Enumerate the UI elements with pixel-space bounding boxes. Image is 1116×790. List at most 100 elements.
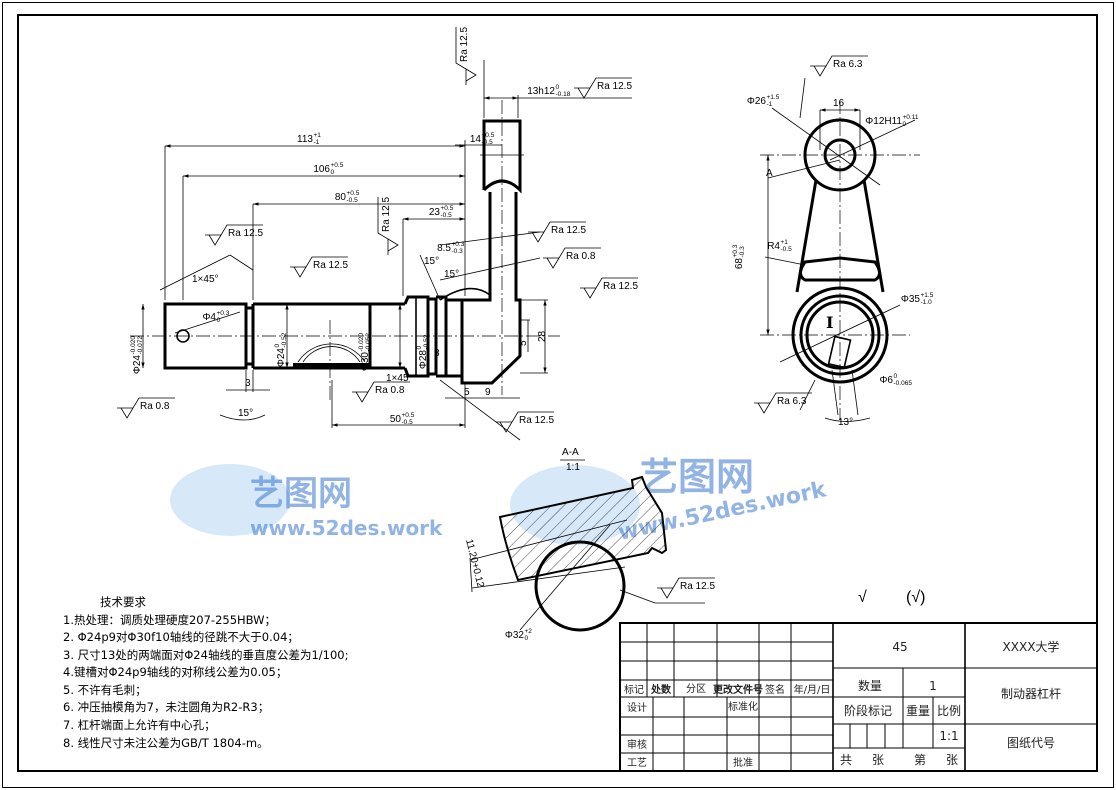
upper-tolerance: 0 bbox=[274, 344, 281, 348]
upper-tolerance: +0.3 bbox=[217, 310, 230, 317]
part-name: 制动器杠杆 bbox=[1001, 686, 1061, 701]
lower-tolerance: -1 bbox=[767, 101, 773, 108]
dimension-value: Φ30 bbox=[360, 352, 371, 372]
chamfer-label: 1×45° bbox=[192, 274, 219, 285]
dimension-value: 13h12 bbox=[527, 86, 555, 97]
roughness-check-icon bbox=[117, 397, 175, 419]
upper-tolerance: +0.5 bbox=[331, 162, 344, 169]
dimension-value: 50 bbox=[390, 414, 402, 425]
roughness-symbol: Ra 0.8 bbox=[543, 247, 601, 269]
lower-tolerance: 0 bbox=[525, 635, 529, 642]
design-label: 设计 bbox=[627, 701, 647, 714]
sheet-unit-label-2: 张 bbox=[946, 753, 958, 767]
dimension-value: Φ6 bbox=[879, 375, 893, 386]
requirement-item: 6. 冲压抽模角为7，未注圆角为R2-R3； bbox=[63, 700, 269, 714]
roughness-symbol: Ra 12.5 bbox=[205, 224, 263, 246]
section-scale: 1:1 bbox=[566, 462, 580, 473]
requirements-title: 技术要求 bbox=[100, 595, 146, 609]
upper-tolerance: +0.3 bbox=[732, 244, 739, 257]
scale-label: 比例 bbox=[937, 704, 961, 718]
roughness-check-icon bbox=[290, 256, 348, 278]
dim-phi24-p9: Φ24-0.020-0.072 bbox=[130, 336, 144, 374]
section-view-a-a bbox=[469, 459, 705, 632]
roughness-value: Ra 12.5 bbox=[519, 415, 554, 426]
title-block: 45 XXXX大学 制动器杠杆 图纸代号 数量 1 阶段标记 重量 比例 1:1… bbox=[619, 622, 1098, 772]
watermark: 艺图网 www.52des.work 艺图网 www.52des.work bbox=[170, 455, 830, 546]
watermark-logo: 艺图网 bbox=[250, 474, 352, 514]
roughness-check-icon bbox=[580, 277, 638, 299]
roughness-value: Ra 6.3 bbox=[833, 59, 863, 70]
requirement-item: 7. 杠杆端面上允许有中心孔； bbox=[63, 718, 216, 732]
upper-tolerance: +0.3 bbox=[452, 241, 465, 248]
watermark-url: www.52des.work bbox=[250, 516, 443, 540]
side-view-lever bbox=[760, 77, 920, 422]
lower-tolerance: -0.3 bbox=[452, 248, 464, 255]
dimension-value: 68 bbox=[734, 258, 745, 270]
process-label: 工艺 bbox=[627, 757, 647, 769]
lower-tolerance: -0.18 bbox=[556, 91, 571, 98]
roughness-value: Ra 12.5 bbox=[313, 260, 348, 271]
height-5: 5 bbox=[518, 340, 529, 346]
dim-8-5: 8.5+0.3-0.3 bbox=[437, 241, 465, 255]
upper-tolerance: +1 bbox=[314, 132, 322, 139]
requirement-item: 1.热处理：调质处理硬度207-255HBW； bbox=[63, 613, 276, 627]
lower-tolerance: -0.072 bbox=[137, 336, 144, 355]
lower-tolerance: -0.5 bbox=[482, 139, 494, 146]
roughness-symbol: Ra 12.5 bbox=[580, 277, 638, 299]
roughness-value: Ra 6.3 bbox=[777, 396, 807, 407]
dimension-value: 8.5 bbox=[437, 243, 451, 254]
sheet-unit-label: 张 bbox=[872, 753, 884, 767]
dim-phi12: Φ12H11+0.110 bbox=[865, 114, 919, 128]
quantity-label: 数量 bbox=[858, 678, 882, 693]
ring-width-3: 3 bbox=[434, 348, 440, 359]
upper-tolerance: -0.020 bbox=[130, 336, 137, 355]
section-mark-a: A bbox=[766, 168, 773, 179]
roughness-value: Ra 12.5 bbox=[228, 228, 263, 239]
rev-header: 处数 bbox=[650, 683, 672, 696]
lower-tolerance: -1 bbox=[314, 139, 320, 146]
material: 45 bbox=[892, 640, 907, 654]
angle-label-3: 15° bbox=[238, 408, 253, 419]
approve-label: 批准 bbox=[733, 756, 753, 769]
labels: 1×45° 1×45 15° 15° 15° 3 3 5 9 5 28 16 A… bbox=[192, 98, 925, 606]
dim-80: 80+0.5-0.5 bbox=[335, 190, 360, 204]
lower-tolerance: -0.5 bbox=[402, 419, 414, 426]
roughness-symbol: Ra 12.5 bbox=[455, 27, 477, 85]
lower-tolerance: -0.065 bbox=[894, 380, 913, 387]
requirement-item: 2. Φ24p9对Φ30f10轴线的径跳不大于0.04； bbox=[63, 630, 299, 644]
dimension-value: 80 bbox=[335, 192, 347, 203]
technical-requirements: 技术要求 1.热处理：调质处理硬度207-255HBW； 2. Φ24p9对Φ3… bbox=[63, 595, 348, 750]
main-view-dimension-lines bbox=[141, 60, 632, 441]
roughness-value: Ra 0.8 bbox=[566, 251, 596, 262]
roughness-check-icon bbox=[657, 577, 715, 599]
requirement-item: 5. 不许有毛刺； bbox=[63, 683, 147, 697]
angle-label: 15° bbox=[424, 256, 439, 267]
roughness-value: Ra 12.5 bbox=[680, 581, 715, 592]
requirement-item: 3. 尺寸13处的两端面对Φ24轴线的垂直度公差为1/100; bbox=[63, 648, 348, 662]
height-28: 28 bbox=[537, 330, 548, 342]
upper-tolerance: +2 bbox=[525, 628, 533, 635]
lower-tolerance: -0.52 bbox=[281, 332, 288, 347]
dimension-value: Φ24 bbox=[132, 355, 143, 375]
roughness-value: Ra 0.8 bbox=[375, 385, 405, 396]
roughness-check-icon bbox=[528, 221, 586, 243]
sheet-total-label: 共 bbox=[840, 753, 852, 767]
review-label: 审核 bbox=[627, 738, 647, 751]
roughness-check-icon bbox=[496, 411, 554, 433]
upper-tolerance: +1 bbox=[781, 239, 789, 246]
width-5: 5 bbox=[464, 387, 470, 398]
rev-header: 更改文件号 bbox=[713, 683, 763, 696]
lower-tolerance: -1.0 bbox=[921, 299, 933, 306]
stage-label: 阶段标记 bbox=[844, 703, 892, 718]
roughness-check-icon bbox=[205, 224, 263, 246]
roughness-value: Ra 12.5 bbox=[381, 197, 392, 232]
lower-tolerance: -0.52 bbox=[423, 334, 430, 349]
width-16: 16 bbox=[833, 98, 845, 109]
dim-phi26: Φ26+1.5-1 bbox=[747, 94, 780, 108]
dim-23: 23+0.5-0.5 bbox=[429, 205, 454, 219]
roughness-symbol: Ra 12.5 bbox=[528, 221, 586, 243]
lower-tolerance: -0.5 bbox=[781, 246, 793, 253]
